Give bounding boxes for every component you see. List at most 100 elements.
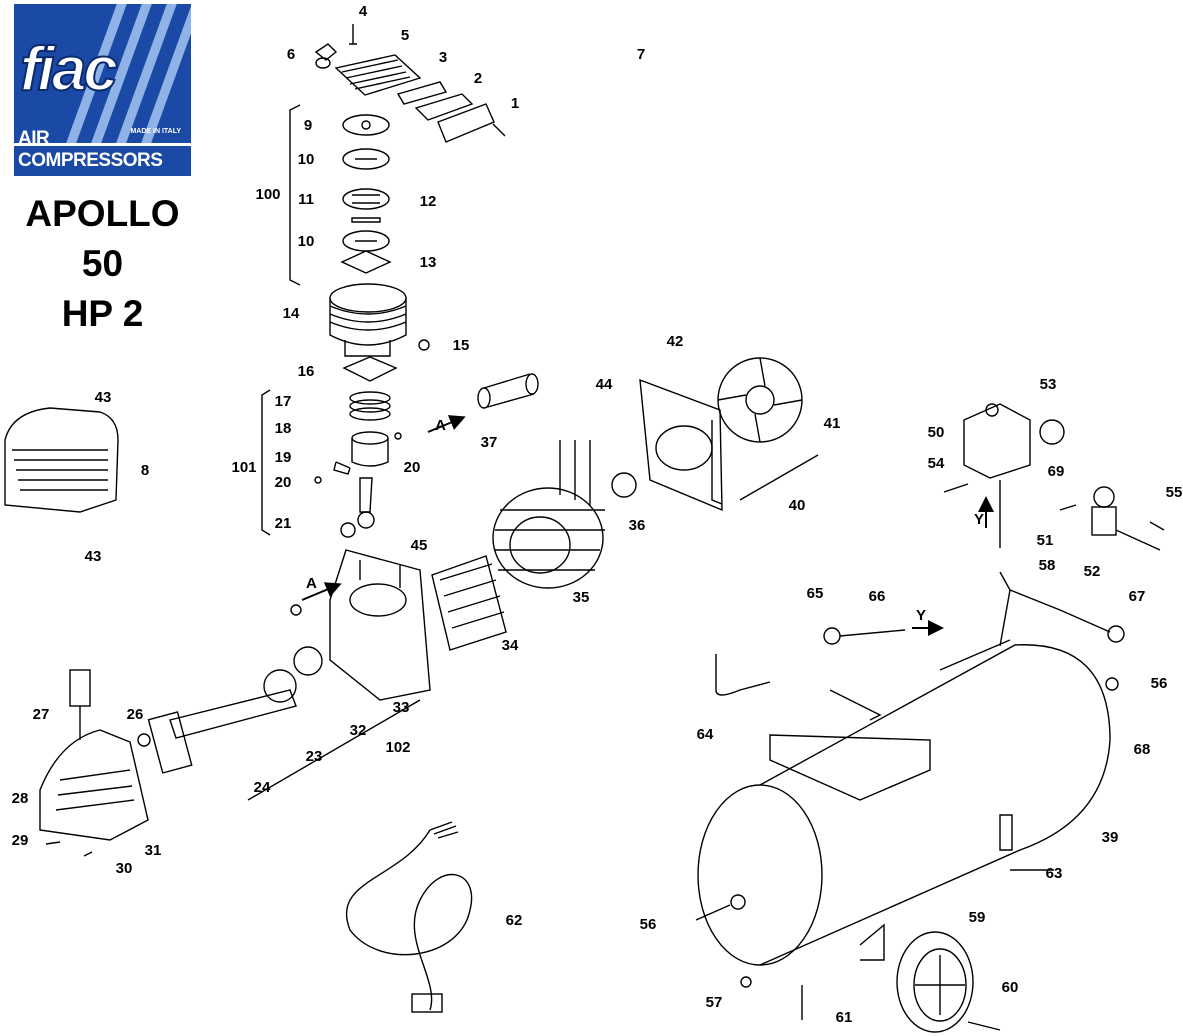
part-number-label: 60 [1002, 979, 1019, 996]
part-number-label: 7 [637, 46, 645, 63]
bracket-100 [289, 104, 301, 286]
part-number-label: 101 [231, 459, 256, 476]
brand-name: fiac [19, 34, 119, 105]
part-number-label: 14 [283, 305, 300, 322]
head-cover-part [334, 54, 422, 96]
made-in-label: MADE IN ITALY [130, 128, 181, 135]
part-number-label: 12 [420, 193, 437, 210]
check-valve-connect [715, 627, 906, 696]
part-number-label: 26 [127, 706, 144, 723]
part-number-label: 1 [511, 95, 519, 112]
part-number-label: 29 [12, 832, 29, 849]
part-number-label: 6 [287, 46, 295, 63]
part-number-label: 68 [1134, 741, 1151, 758]
part-number-label: 57 [706, 994, 723, 1011]
power-cable-part [345, 821, 473, 1013]
part-number-label: 3 [439, 49, 447, 66]
part-number-label: 56 [1151, 675, 1168, 692]
handle-pipe-part [939, 571, 1125, 671]
part-number-label: 15 [453, 337, 470, 354]
bracket-101 [261, 389, 271, 536]
part-number-label: 50 [928, 424, 945, 441]
part-number-label: 42 [667, 333, 684, 350]
model-power: HP 2 [61, 293, 144, 334]
arrow-label-y: Y [916, 607, 926, 624]
part-number-label: 67 [1129, 588, 1146, 605]
part-number-label: 9 [304, 117, 312, 134]
part-number-label: 51 [1037, 532, 1054, 549]
part-number-label: 58 [1039, 557, 1056, 574]
part-number-label: 13 [420, 254, 437, 271]
part-number-label: 2 [474, 70, 482, 87]
part-number-label: 28 [12, 790, 29, 807]
regulator-part [1091, 486, 1165, 551]
part-number-label: 66 [869, 588, 886, 605]
part-number-label: 10 [298, 151, 315, 168]
nut-part [418, 339, 430, 351]
part-number-label: 39 [1102, 829, 1119, 846]
stator-part [492, 440, 605, 589]
fan-part [717, 357, 803, 443]
crankshaft-part [147, 646, 323, 774]
part-number-label: 19 [275, 449, 292, 466]
nut-part [290, 604, 302, 616]
part-number-label: 21 [275, 515, 292, 532]
bolt-part [349, 24, 357, 45]
shroud-part [4, 407, 119, 513]
model-capacity: 50 [81, 243, 124, 284]
arrow-label-y: Y [974, 511, 984, 528]
part-number-label: 61 [836, 1009, 853, 1026]
capacitor-part [477, 373, 539, 409]
part-number-label: 69 [1048, 463, 1065, 480]
piston-group [314, 391, 402, 538]
direction-arrow [427, 415, 466, 433]
part-number-label: 5 [401, 27, 409, 44]
brand-logo: fiac MADE IN ITALY AIR COMPRESSORS [14, 4, 191, 176]
part-number-label: 45 [411, 537, 428, 554]
part-number-label: 62 [506, 912, 523, 929]
part-number-label: 63 [1046, 865, 1063, 882]
bearing-part [611, 472, 637, 498]
screw-part [492, 123, 506, 137]
part-number-label: 100 [255, 186, 280, 203]
logo-band: AIR COMPRESSORS [14, 128, 191, 176]
part-number-label: 8 [141, 462, 149, 479]
screw-part [45, 841, 93, 857]
air-tank-part [697, 644, 1119, 966]
part-number-label: 55 [1166, 484, 1183, 501]
part-number-label: 40 [789, 497, 806, 514]
part-number-label: 102 [385, 739, 410, 756]
part-number-label: 23 [306, 748, 323, 765]
part-number-label: 35 [573, 589, 590, 606]
part-number-label: 54 [928, 455, 945, 472]
wheel-bracket-part [859, 923, 885, 961]
part-number-label: 56 [640, 916, 657, 933]
part-number-label: 43 [95, 389, 112, 406]
part-number-label: 20 [404, 459, 421, 476]
elbow-fitting-part [314, 43, 338, 69]
part-number-label: 34 [502, 637, 519, 654]
part-number-label: 37 [481, 434, 498, 451]
rotor-part [431, 555, 507, 651]
tie-rod-part [739, 454, 819, 501]
model-name: APOLLO [25, 193, 180, 234]
part-number-label: 11 [298, 191, 314, 208]
part-number-label: 30 [116, 860, 133, 877]
seal-part [137, 733, 151, 747]
plug-link [695, 904, 731, 921]
gasket-stack [340, 114, 392, 274]
part-number-label: 52 [1084, 563, 1101, 580]
rear-cover-part [39, 729, 149, 841]
arrow-label-a: A [435, 417, 446, 434]
bracket-102 [247, 699, 421, 801]
part-number-label: 32 [350, 722, 367, 739]
part-number-label: 31 [145, 842, 162, 859]
direction-arrow [301, 582, 342, 601]
part-number-label: 36 [629, 517, 646, 534]
part-number-label: 20 [275, 474, 292, 491]
part-number-label: 27 [33, 706, 50, 723]
part-number-label: 10 [298, 233, 315, 250]
nut-part [740, 976, 752, 988]
part-number-label: 65 [807, 585, 824, 602]
brand-tagline: AIR COMPRESSORS [18, 128, 163, 171]
